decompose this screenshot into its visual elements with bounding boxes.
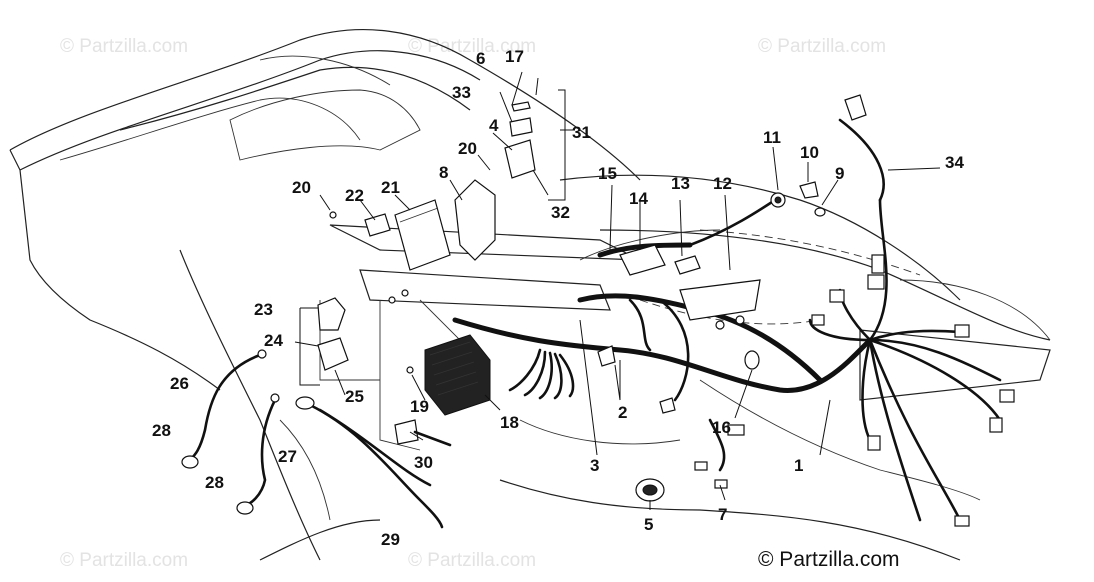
callout-34: 34 — [945, 153, 964, 172]
bolt-icon — [401, 289, 409, 297]
callout-28: 28 — [152, 421, 171, 440]
callout-30: 30 — [414, 453, 433, 472]
callout-13: 13 — [671, 174, 690, 193]
callout-4: 4 — [489, 116, 499, 135]
callout-19: 19 — [410, 397, 429, 416]
callout-24: 24 — [264, 331, 283, 350]
watermark: © Partzilla.com — [60, 36, 188, 57]
leader-lines — [294, 71, 941, 510]
watermark: © Partzilla.com — [758, 36, 886, 57]
callout-2: 2 — [618, 403, 627, 422]
ground-cables — [181, 349, 444, 529]
bolt-icon — [388, 296, 396, 304]
callout-14: 14 — [629, 189, 648, 208]
callout-31: 31 — [572, 123, 591, 142]
cdi-unit — [394, 199, 451, 271]
callout-8: 8 — [439, 163, 448, 182]
callout-3: 3 — [590, 456, 599, 475]
bolt-icon — [406, 366, 414, 374]
callout-17: 17 — [505, 47, 524, 66]
callout-6: 6 — [476, 49, 485, 68]
callout-18: 18 — [500, 413, 519, 432]
callout-1: 1 — [794, 456, 803, 475]
callout-28: 28 — [205, 473, 224, 492]
callout-15: 15 — [598, 164, 617, 183]
ignition-coil — [619, 244, 761, 330]
sensor — [394, 419, 452, 447]
callout-22: 22 — [345, 186, 364, 205]
voltage-regulator — [424, 334, 491, 416]
bolt-icon — [329, 211, 337, 219]
callout-9: 9 — [835, 164, 844, 183]
callout-32: 32 — [551, 203, 570, 222]
watermark: © Partzilla.com — [60, 550, 188, 571]
callout-25: 25 — [345, 387, 364, 406]
callout-27: 27 — [278, 447, 297, 466]
watermark: © Partzilla.com — [408, 550, 536, 571]
callout-20: 20 — [292, 178, 311, 197]
watermark: © Partzilla.com — [408, 36, 536, 57]
callout-26: 26 — [170, 374, 189, 393]
callout-29: 29 — [381, 530, 400, 549]
callout-33: 33 — [452, 83, 471, 102]
callout-21: 21 — [381, 178, 400, 197]
callout-23: 23 — [254, 300, 273, 319]
callout-12: 12 — [713, 174, 732, 193]
callout-labels: 1 2 3 4 5 6 7 8 9 10 11 12 13 14 15 16 1… — [152, 47, 964, 549]
callout-20: 20 — [458, 139, 477, 158]
vehicle-body-outline — [9, 28, 1051, 561]
key-switch — [635, 478, 665, 502]
callout-5: 5 — [644, 515, 653, 534]
copyright-notice: © Partzilla.com — [758, 548, 900, 571]
bracket — [454, 179, 496, 261]
callout-10: 10 — [800, 143, 819, 162]
connector-caps — [597, 94, 1015, 527]
callout-11: 11 — [763, 128, 781, 147]
callout-7: 7 — [718, 505, 727, 524]
relay — [317, 101, 536, 371]
callout-16: 16 — [712, 418, 731, 437]
